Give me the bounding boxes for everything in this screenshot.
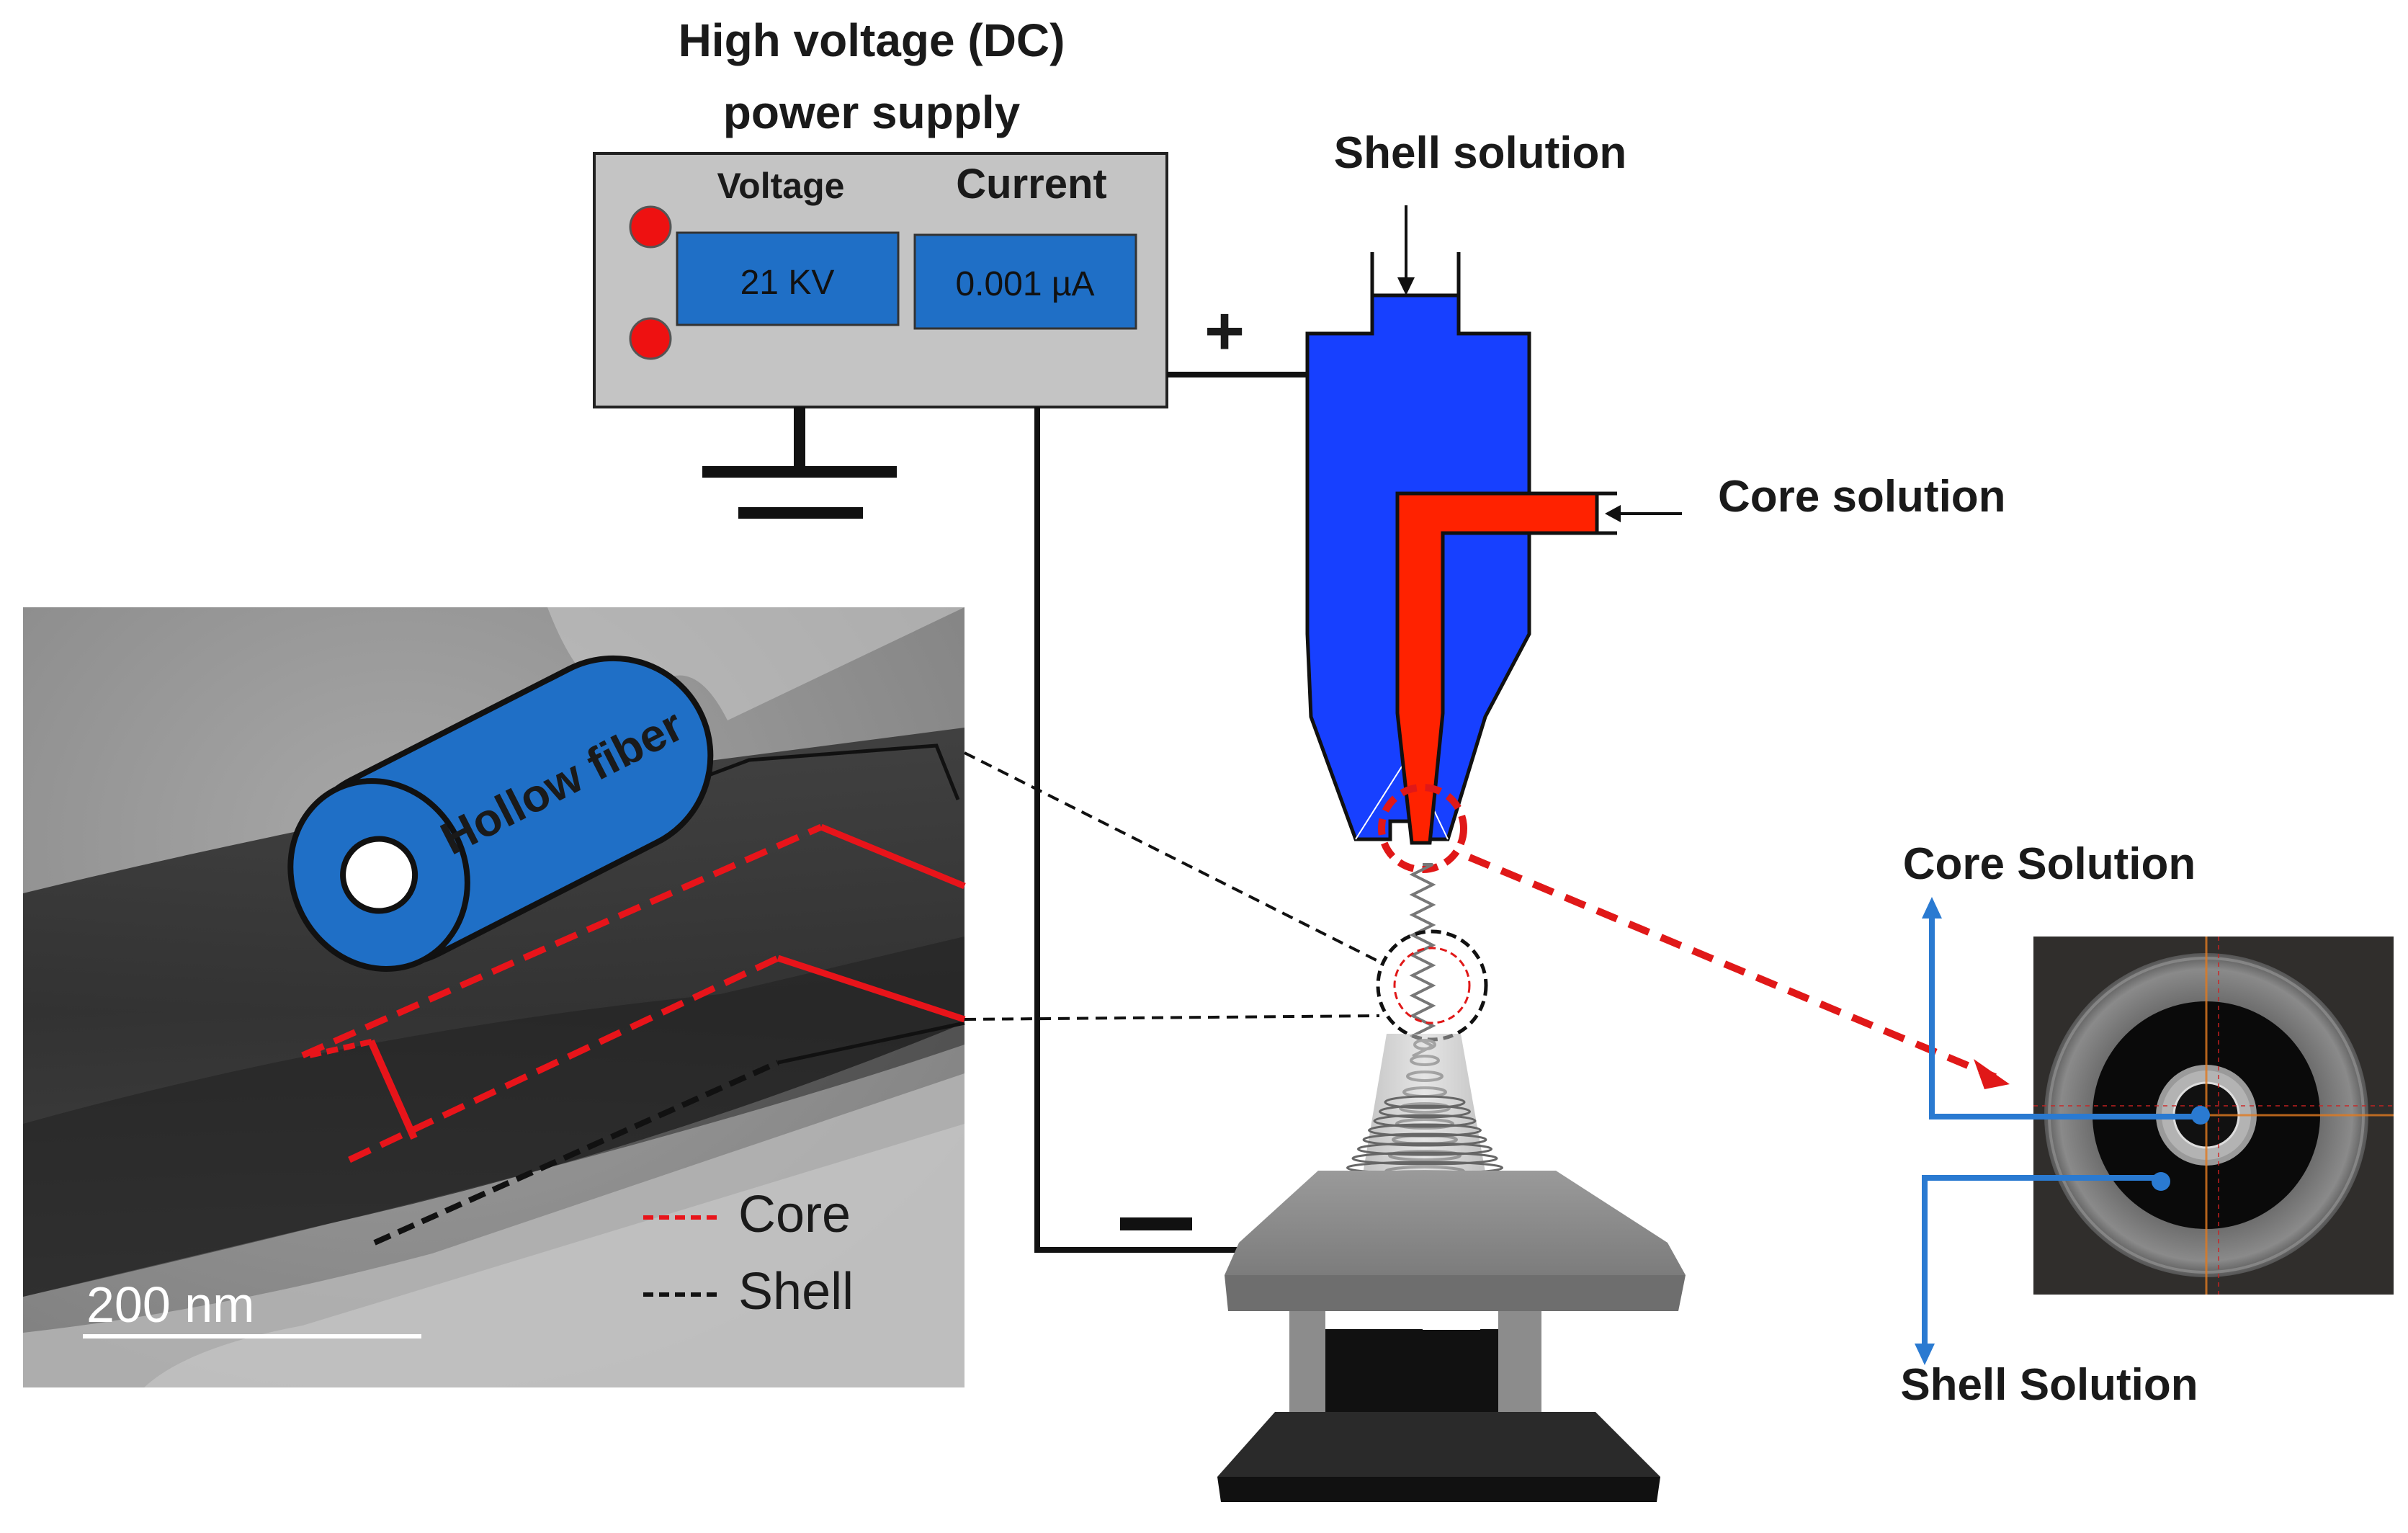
hollow-fiber-cylinder: Hollow fiber [287,655,714,972]
collector-leg-right [1498,1311,1541,1419]
shell-pointer-dot [2152,1172,2170,1191]
tem-image: Hollow fiber 200 nm Core Shell [23,607,966,1387]
current-display [913,233,1137,330]
power-supply-title-line2: power supply [723,86,1021,138]
cone-ring [1379,1104,1471,1119]
cone-ring [1357,1142,1492,1156]
core-pointer-line [1929,915,2201,1119]
cone-ring [1351,1151,1498,1166]
polymer-jet [1409,863,1436,1058]
tem-core-measure [367,1039,418,1140]
voltage-value: 21 KV [740,264,835,302]
voltage-display [676,231,900,326]
tem-core-solid-top [820,823,966,890]
shell-solution-title: Shell Solution [1900,1360,2198,1410]
power-supply-title-line1: High voltage (DC) [679,14,1065,66]
tem-core-solid-bottom [776,955,966,1023]
leader-line-top [964,751,1380,963]
negative-sign-bar [1120,1217,1192,1230]
terminal-dot-bottom [629,317,672,360]
zoom-arrow-line [1468,854,1997,1081]
tem-core-dash-top [301,823,823,1059]
collector-leg-left [1289,1311,1325,1419]
tem-core-measure-cap [309,1038,375,1058]
collector-plate-front [1225,1275,1686,1311]
shell-pointer-arrowhead [1915,1344,1935,1365]
jet-zoom-circle-inner [1393,947,1471,1024]
positive-sign: + [1204,292,1245,370]
terminal-dot-top [629,205,672,249]
core-inlet-arrowhead [1605,505,1621,522]
collector-plate-top [1225,1171,1686,1275]
cone-ring [1384,1095,1466,1109]
zoom-arrowhead [1974,1059,2010,1089]
collector-opening [1325,1329,1498,1419]
tem-core-dash-bottom [348,955,779,1163]
negative-sign-text: − [0,0,1,1]
collector-base [1217,1412,1660,1477]
voltage-label: Voltage [717,166,845,206]
tem-shell-outline-bottom [777,1021,965,1065]
shell-inlet-arrowhead [1397,277,1415,295]
negative-wire [1034,407,1275,1253]
leader-line-bottom [964,1014,1380,1021]
core-pointer-arrowhead [1922,897,1942,919]
legend-core-label: Core [738,1186,851,1243]
collector-opening-slot [1423,1320,1480,1330]
core-tube [1395,491,1599,845]
current-value: 0.001 µA [955,265,1094,303]
shell-pointer-line [1922,1175,2161,1347]
shell-solution-label: Shell solution [1334,128,1626,178]
core-solution-title: Core Solution [1903,839,2196,889]
fiber-hollow-core [340,836,419,914]
legend-shell-label: Shell [738,1263,854,1320]
cone-ring [1373,1114,1477,1128]
core-solution-label: Core solution [1718,472,2006,522]
collector-base-front [1217,1477,1660,1502]
current-label: Current [956,161,1106,207]
cone-ring [1362,1132,1487,1147]
tem-shell-dash-bottom [373,1060,779,1246]
cone-ring [1368,1123,1482,1138]
scale-bar-label: 200 nm [86,1277,254,1333]
